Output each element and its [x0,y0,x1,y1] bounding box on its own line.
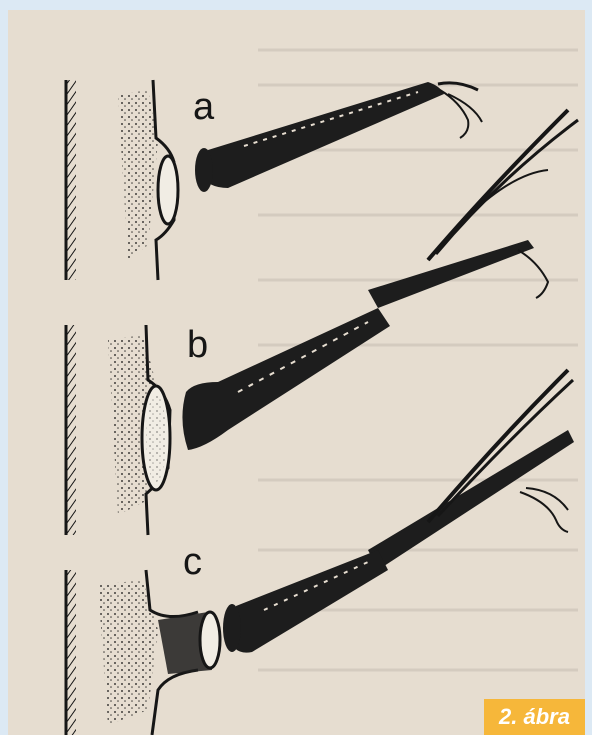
label-b: b [187,326,208,364]
branch-c-upper [368,370,574,570]
trunk-a [66,80,178,280]
branch-b [182,308,390,450]
trunk-c [66,570,220,735]
branch-c [223,550,388,653]
pruning-drawing [8,10,585,735]
pruning-illustration: a b c 2. ábra [8,10,585,735]
label-c: c [183,543,202,581]
label-a: a [193,88,214,126]
figure-caption: 2. ábra [484,699,585,735]
branch-a [195,82,482,192]
branch-b-upper [368,110,578,308]
trunk-b [66,325,172,535]
